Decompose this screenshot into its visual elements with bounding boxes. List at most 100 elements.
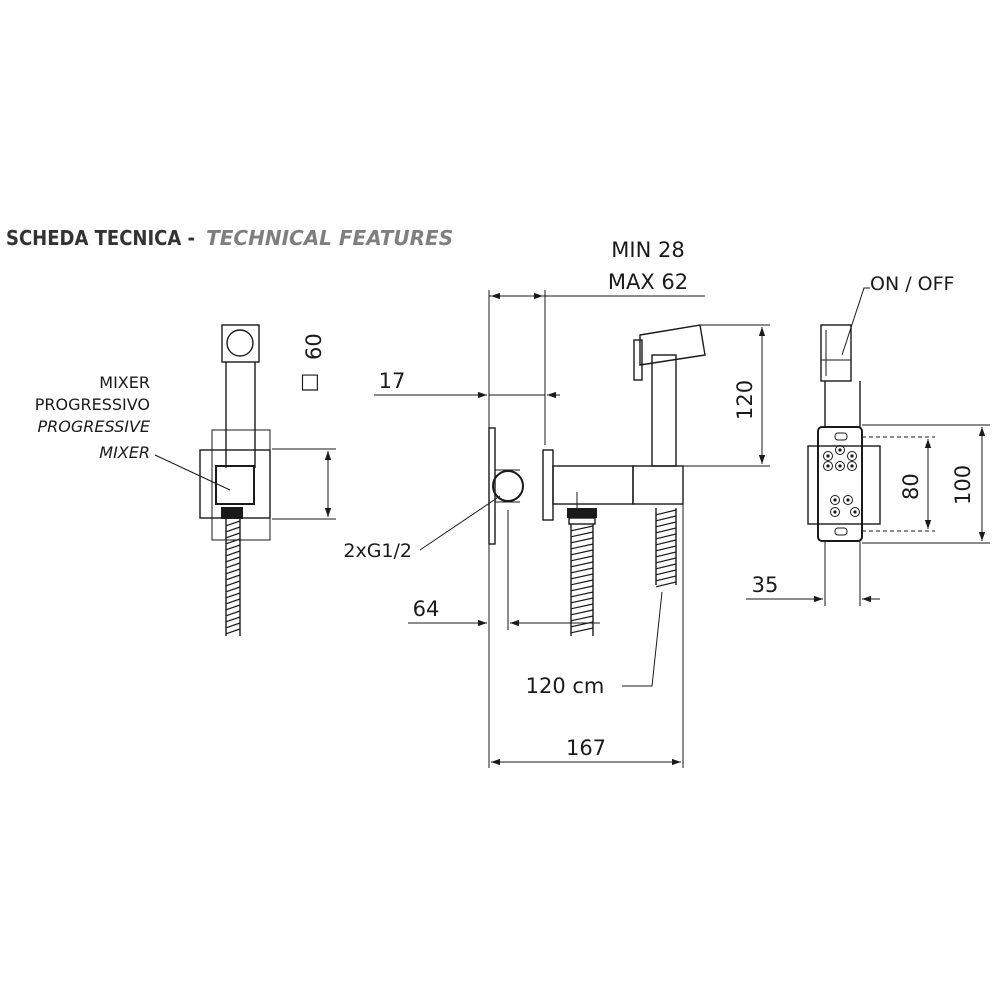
mixer-body-side bbox=[552, 465, 634, 505]
hose-coil bbox=[570, 573, 594, 580]
hose-coil bbox=[225, 628, 241, 635]
screw-center bbox=[853, 510, 857, 514]
screw-center bbox=[838, 464, 842, 468]
hose-coil bbox=[225, 616, 241, 623]
hose-length-leader bbox=[622, 591, 663, 687]
hose-coil bbox=[570, 555, 594, 562]
hose-coil bbox=[570, 603, 594, 610]
screw-outer bbox=[830, 507, 840, 517]
screw-center bbox=[850, 454, 854, 458]
inlet-thread bbox=[492, 470, 524, 502]
hose-connector bbox=[221, 507, 243, 519]
hose-coil bbox=[225, 532, 241, 539]
dim-max-label: MAX 62 bbox=[608, 270, 688, 294]
mixer-block bbox=[215, 465, 255, 505]
screw-outer bbox=[835, 461, 845, 471]
handshower-stem bbox=[651, 354, 677, 467]
screw-center bbox=[838, 448, 842, 452]
dim-17-label: 17 bbox=[379, 369, 406, 393]
hose-coil bbox=[655, 551, 677, 558]
hose-coil bbox=[570, 579, 594, 586]
callout-mixer-en: MIXER bbox=[99, 443, 150, 462]
hose-coil bbox=[225, 610, 241, 617]
screw-center bbox=[833, 498, 837, 502]
dim-100-label: 100 bbox=[951, 465, 975, 505]
hose-coil bbox=[570, 537, 594, 544]
hose-coil bbox=[225, 580, 241, 587]
hose-coil bbox=[225, 538, 241, 545]
thread-label: 2xG1/2 bbox=[343, 540, 412, 562]
hose-coil bbox=[570, 615, 594, 622]
mounting-plate-bg bbox=[807, 445, 881, 525]
thread-leader bbox=[419, 495, 501, 551]
hose-coil bbox=[570, 609, 594, 616]
hose-coil bbox=[225, 604, 241, 611]
hose-handshower-hatching bbox=[655, 509, 677, 588]
plate-screws bbox=[823, 445, 860, 517]
hose-coil bbox=[570, 561, 594, 568]
mixer-callout-leader bbox=[154, 454, 231, 491]
hose-coil bbox=[570, 531, 594, 538]
callout-mixer: MIXER bbox=[99, 373, 150, 392]
mounting-plate bbox=[817, 426, 863, 542]
hose-coil bbox=[655, 515, 677, 522]
screw-center bbox=[826, 454, 830, 458]
square-symbol: □ bbox=[300, 369, 320, 393]
hose-coil bbox=[655, 545, 677, 552]
hose-coil bbox=[655, 569, 677, 576]
dim-80-label: 80 bbox=[899, 473, 923, 500]
hose-coil bbox=[225, 598, 241, 605]
handshower-nozzle bbox=[226, 329, 254, 357]
hose-coil bbox=[570, 597, 594, 604]
holder-side bbox=[632, 465, 684, 505]
hose-coil bbox=[225, 574, 241, 581]
hose-side-hatching bbox=[570, 525, 594, 634]
hose-coil bbox=[225, 568, 241, 575]
handshower-head bbox=[221, 324, 260, 363]
hose-coil bbox=[570, 525, 594, 532]
callout-progressive: PROGRESSIVE bbox=[38, 417, 151, 436]
header-title-italian: SCHEDA TECNICA - bbox=[6, 226, 195, 250]
hose-coil bbox=[570, 591, 594, 598]
mounting-slot-top bbox=[834, 432, 848, 441]
hose-connector-side bbox=[567, 508, 597, 518]
on-off-label: ON / OFF bbox=[870, 273, 954, 295]
hose-left-hatching bbox=[225, 520, 241, 635]
hose-coil bbox=[225, 562, 241, 569]
wall-plate bbox=[211, 429, 271, 541]
hose-coil bbox=[655, 575, 677, 582]
hose-coil bbox=[225, 622, 241, 629]
header-title-english: TECHNICAL FEATURES bbox=[206, 226, 453, 250]
screw-center bbox=[846, 498, 850, 502]
rear-view: ON / OFF 100 80 35 bbox=[746, 273, 990, 606]
hose-coil bbox=[655, 509, 677, 516]
handshower-head-side bbox=[639, 324, 706, 366]
hose-coil bbox=[225, 592, 241, 599]
hose-coil bbox=[655, 533, 677, 540]
dim-35-label: 35 bbox=[752, 573, 779, 597]
hose-coil bbox=[225, 520, 241, 527]
hose-coil bbox=[570, 549, 594, 556]
dim-167-label: 167 bbox=[566, 736, 606, 760]
screw-outer bbox=[843, 495, 853, 505]
screw-outer bbox=[823, 461, 833, 471]
hose-coil bbox=[225, 544, 241, 551]
hose-coil bbox=[655, 563, 677, 570]
on-off-leader bbox=[841, 287, 870, 356]
hose-coil bbox=[655, 539, 677, 546]
hose-coil bbox=[655, 581, 677, 588]
handshower-trigger bbox=[633, 339, 643, 381]
screw-center bbox=[826, 464, 830, 468]
hose-coil bbox=[570, 543, 594, 550]
hose-coil bbox=[655, 521, 677, 528]
hose-coil bbox=[225, 550, 241, 557]
screw-outer bbox=[830, 495, 840, 505]
hose-coil bbox=[570, 585, 594, 592]
front-view: MIXER PROGRESSIVO PROGRESSIVE MIXER 60 □ bbox=[35, 324, 336, 636]
escutcheon bbox=[542, 449, 554, 521]
screw-outer bbox=[850, 507, 860, 517]
hose-coil bbox=[225, 586, 241, 593]
mounting-slot-bottom bbox=[834, 527, 848, 536]
hose-coil bbox=[225, 556, 241, 563]
